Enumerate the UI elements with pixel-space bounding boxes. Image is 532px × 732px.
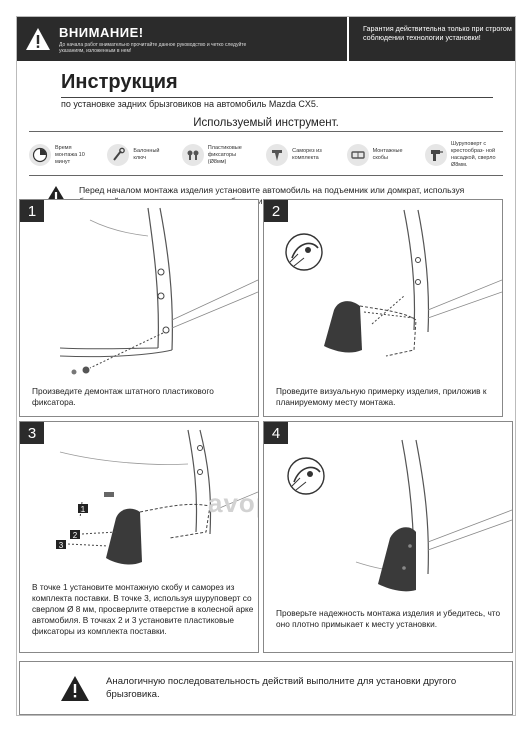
tool-label: Время монтажа 10 минут [55,144,85,165]
title-divider [61,97,493,98]
instruction-sheet: ВНИМАНИЕ! До начала работ внимательно пр… [16,16,516,716]
guarantee-text: Гарантия действительна только при строго… [347,17,515,61]
callout-1-box [78,504,88,513]
clips-icon [181,144,204,166]
warning-text: До начала работ внимательно прочитайте д… [59,41,247,54]
step-1-text: Произведите демонтаж штатного пластиково… [32,386,214,407]
tools-title: Используемый инструмент. [193,117,339,129]
tool-label: Балонный ключ [133,148,160,161]
step-2-illustration [285,209,502,357]
warning-icon [26,28,50,50]
step-3-panel: 3 1 2 3 avop В точке 1 установите монтаж… [19,421,259,653]
step-2-text: Проведите визуальную примерку изделия, п… [276,386,487,407]
tool-item-wrench: Балонный ключ [107,135,165,175]
drill-icon [424,144,447,166]
warning-banner: ВНИМАНИЕ! До начала работ внимательно пр… [17,17,347,61]
step-number: 4 [264,422,288,444]
tool-label: Пластиковые фиксаторы (Ø8мм) [207,144,242,165]
tools-divider-top [29,131,503,132]
callout-3: 3 [59,541,64,550]
step-1-illustration [59,207,258,375]
step-4-illustration [287,439,512,592]
step-number: 1 [20,200,44,222]
tools-divider-bottom [29,175,503,176]
tool-item-time: Время монтажа 10 минут [29,135,91,175]
watermark: avop [208,488,258,518]
warning-title: ВНИМАНИЕ! [59,24,144,40]
tool-label: Шуруповерт с крестообраз- ной насадкой, … [450,141,496,168]
tools-list: Время монтажа 10 минут Балонный ключ Пла… [29,135,503,175]
tool-item-drill: Шуруповерт с крестообраз- ной насадкой, … [424,135,503,175]
tool-label: Саморез из комплекта [292,148,322,161]
step-4-text: Проверьте надежность монтажа изделия и у… [276,608,501,629]
page-title: Инструкция [61,71,178,93]
callout-2: 2 [73,531,78,540]
step-3-text: В точке 1 установите монтажную скобу и с… [32,582,254,636]
header: ВНИМАНИЕ! До начала работ внимательно пр… [17,17,515,61]
step-3-illustration: 1 2 3 [56,429,258,565]
final-note: Аналогичную последовательность действий … [19,661,513,715]
step-number: 2 [264,200,288,222]
final-note-text: Аналогичную последовательность действий … [106,676,457,700]
callout-1: 1 [81,505,86,514]
clock-icon [29,144,51,166]
step-1-panel: 1 Произведите демонтаж штатного пластико… [19,199,259,417]
screw-icon [266,144,289,166]
bracket-icon [346,144,369,166]
step-4-panel: 4 Проверьте надежность монтажа изделия и… [263,421,513,653]
page-subtitle: по установке задних брызговиков на автом… [61,99,319,109]
wrench-icon [107,144,130,166]
tool-item-brackets: Монтажные скобы [346,135,409,175]
tool-item-clips: Пластиковые фиксаторы (Ø8мм) [181,135,250,175]
tool-item-screw: Саморез из комплекта [266,135,330,175]
step-2-panel: 2 Проведите визуальную примерку изделия,… [263,199,503,417]
step-number: 3 [20,422,44,444]
warning-icon [61,675,89,701]
tool-label: Монтажные скобы [372,148,403,161]
